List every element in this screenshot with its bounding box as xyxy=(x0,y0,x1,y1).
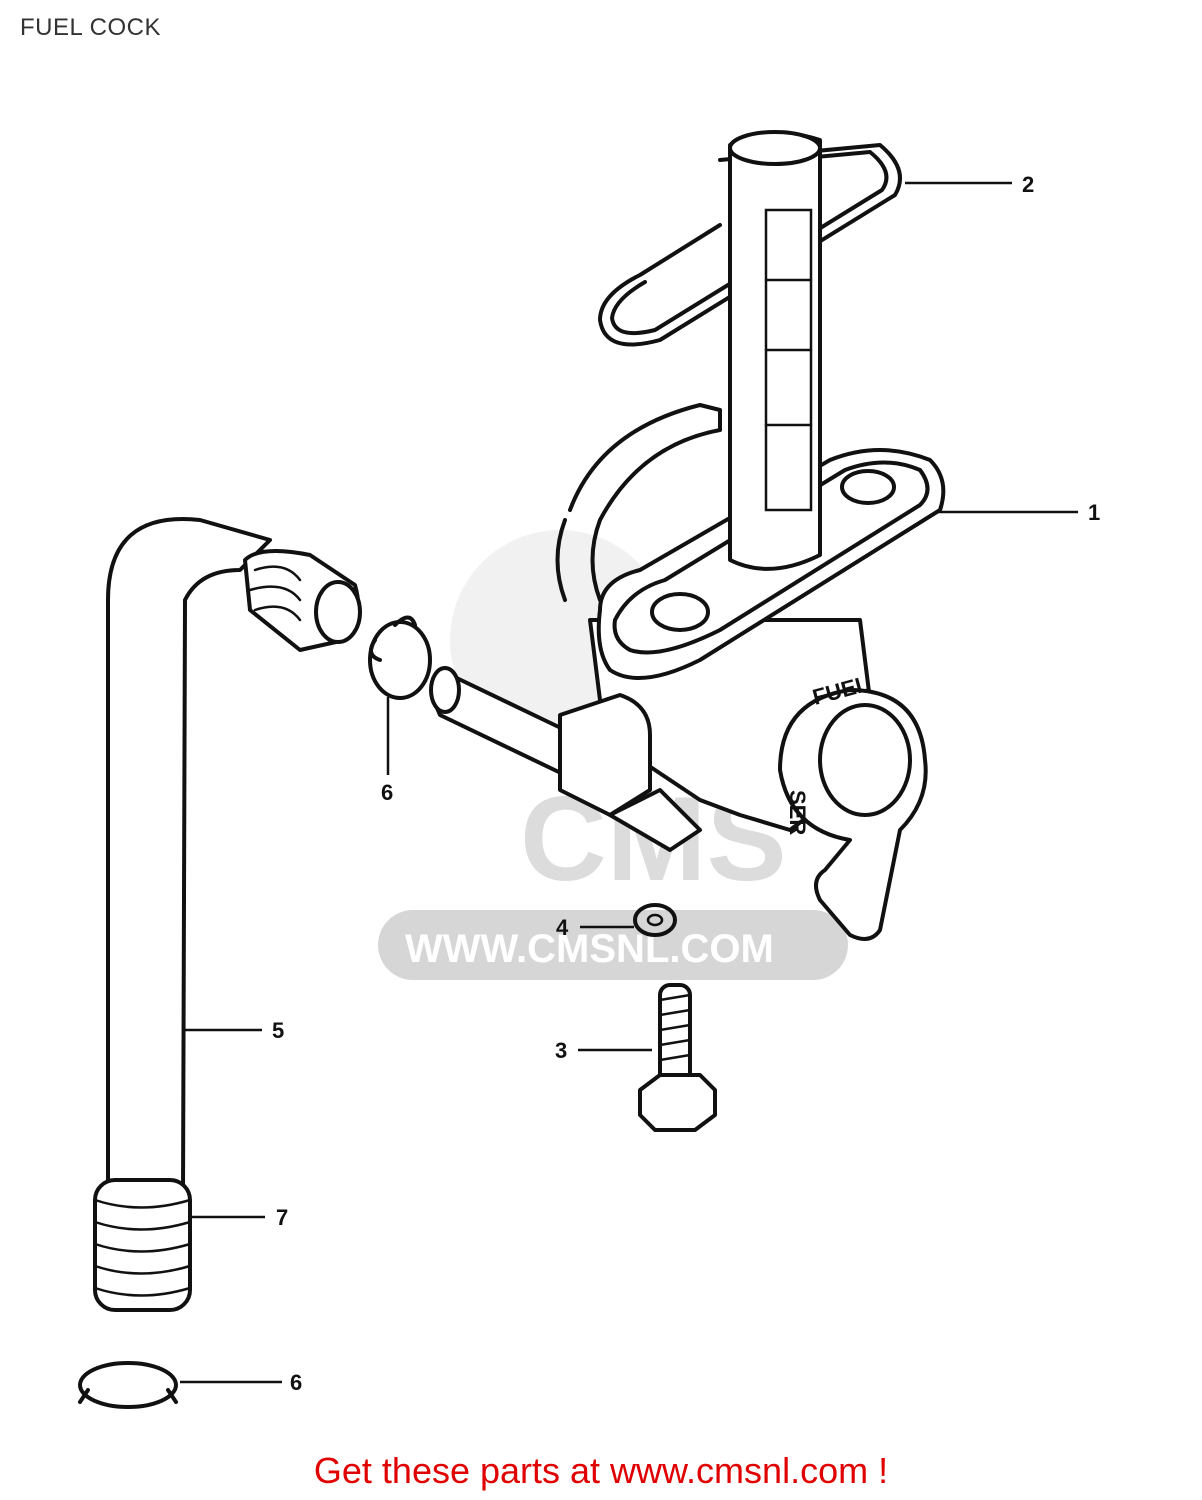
part-1-fuel-cock: FUEL SER xyxy=(429,130,946,941)
outlet-nozzle-end xyxy=(429,666,461,714)
callout-4: 4 xyxy=(556,915,569,940)
hose-upper-opening xyxy=(314,580,362,644)
part-6-clip-upper xyxy=(368,615,432,700)
part-6-clip-lower xyxy=(78,1361,178,1409)
callout-3: 3 xyxy=(555,1038,567,1063)
part-2-wire-loop xyxy=(598,143,902,347)
part-5-hose-end-spring xyxy=(243,549,362,652)
strainer-pipe-top xyxy=(728,130,822,166)
callout-1: 1 xyxy=(1088,500,1100,525)
part-4-washer xyxy=(633,903,677,937)
mounting-hole-front xyxy=(650,592,710,632)
callout-6-upper: 6 xyxy=(381,780,393,805)
lever-knob xyxy=(818,703,912,817)
mounting-hole-rear xyxy=(840,469,896,505)
callout-6-lower: 6 xyxy=(290,1370,302,1395)
footer-parts-link[interactable]: Get these parts at www.cmsnl.com ! xyxy=(313,1450,889,1491)
callout-2: 2 xyxy=(1022,172,1034,197)
callout-5: 5 xyxy=(272,1018,284,1043)
leader-lines xyxy=(180,181,1078,1384)
watermark-url-bar xyxy=(378,910,848,980)
part-5-fuel-hose xyxy=(106,517,272,1197)
part-3-screw xyxy=(638,983,717,1132)
strainer-screen xyxy=(764,208,813,512)
watermark-url-text: WWW.CMSNL.COM xyxy=(405,927,774,971)
valve-label-positions: SER xyxy=(785,790,810,835)
part-7-protector-spring xyxy=(93,1178,192,1312)
page-title: FUEL COCK xyxy=(20,14,161,41)
callout-7: 7 xyxy=(276,1205,288,1230)
